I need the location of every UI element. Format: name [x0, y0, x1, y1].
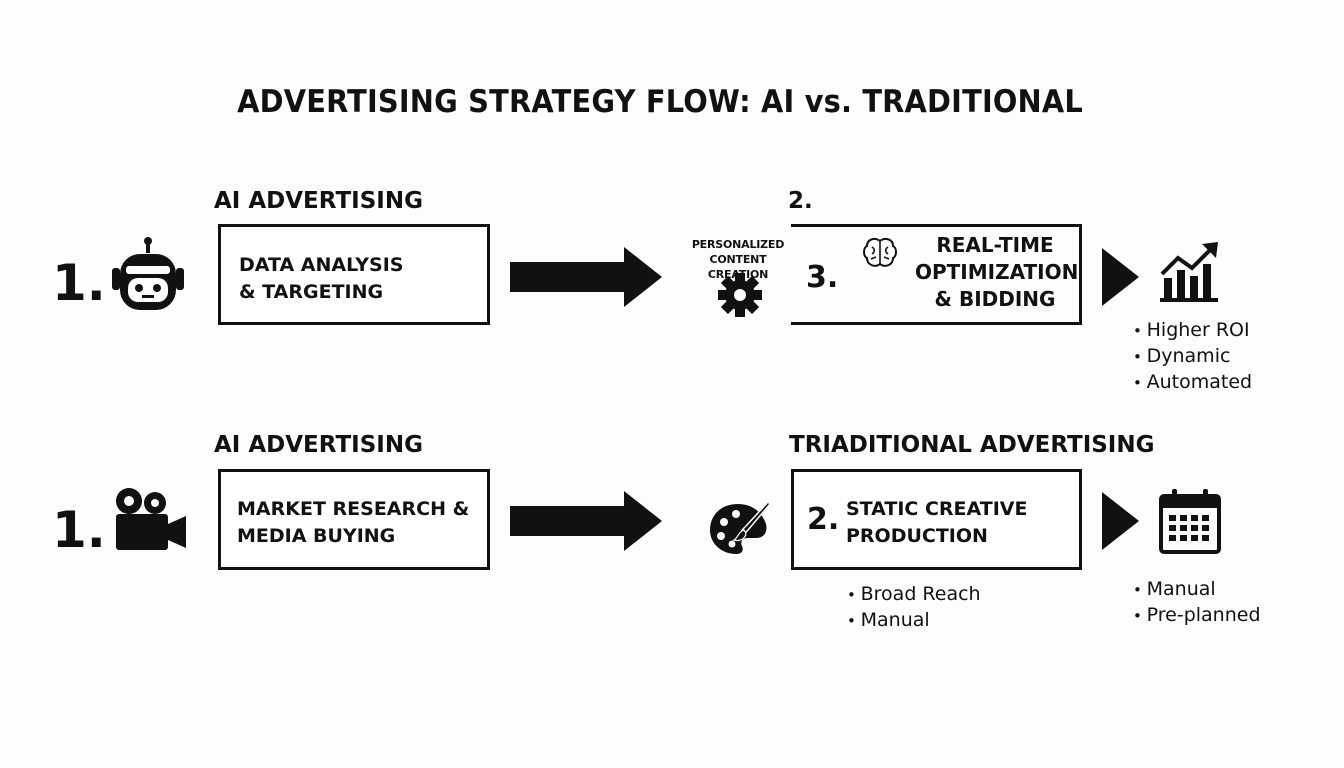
data-analysis-box: DATA ANALYSIS & TARGETING: [218, 224, 490, 325]
top-row-heading: AI ADVERTISING: [214, 188, 423, 214]
outcome-item: Pre-planned: [1133, 603, 1261, 629]
optimization-box: 3. REAL-TIME OPTIMIZATION & BIDDING: [791, 224, 1082, 325]
top-step1-number: 1.: [52, 254, 106, 312]
video-camera-icon: [110, 486, 188, 552]
top-outcomes-list: Higher ROI Dynamic Automated: [1133, 318, 1252, 396]
gear-icon: [717, 272, 763, 318]
static-creative-bullets: Broad Reach Manual: [847, 582, 981, 634]
diagram-title: ADVERTISING STRATEGY FLOW: AI vs. TRADIT…: [237, 84, 1083, 120]
arrow-right-icon: [508, 246, 664, 308]
static-creative-box: 2. STATIC CREATIVE PRODUCTION: [791, 469, 1082, 570]
market-research-box: MARKET RESEARCH & MEDIA BUYING: [218, 469, 490, 570]
bottom-outcomes-list: Manual Pre-planned: [1133, 577, 1261, 629]
triangle-play-icon: [1101, 490, 1141, 552]
static-creative-label: STATIC CREATIVE PRODUCTION: [846, 498, 1028, 547]
growth-chart-icon: [1158, 240, 1222, 304]
traditional-heading: TRIADITIONAL ADVERTISING: [789, 432, 1155, 458]
content-creation-caption: PERSONALIZED CONTENT CREATION: [691, 238, 785, 281]
bottom-step1-number: 1.: [52, 501, 106, 559]
step3-number: 3.: [806, 260, 839, 295]
bottom-row-heading: AI ADVERTISING: [214, 432, 423, 458]
step2-number: 2.: [807, 502, 840, 537]
triangle-play-icon: [1101, 246, 1141, 308]
market-research-label: MARKET RESEARCH & MEDIA BUYING: [237, 498, 470, 547]
outcome-item: Higher ROI: [1133, 318, 1252, 344]
data-analysis-label: DATA ANALYSIS & TARGETING: [239, 254, 404, 303]
outcome-item: Automated: [1133, 370, 1252, 396]
outcome-item: Manual: [1133, 577, 1261, 603]
optimization-label: REAL-TIME OPTIMIZATION & BIDDING: [915, 233, 1079, 311]
arrow-right-icon: [508, 490, 664, 552]
bullet-item: Broad Reach: [847, 582, 981, 608]
outcome-item: Dynamic: [1133, 344, 1252, 370]
robot-icon: [106, 236, 190, 314]
bullet-item: Manual: [847, 608, 981, 634]
paint-palette-icon: [708, 500, 774, 556]
step2-label: 2.: [788, 188, 813, 214]
calendar-icon: [1158, 488, 1222, 554]
brain-icon: [863, 237, 897, 269]
